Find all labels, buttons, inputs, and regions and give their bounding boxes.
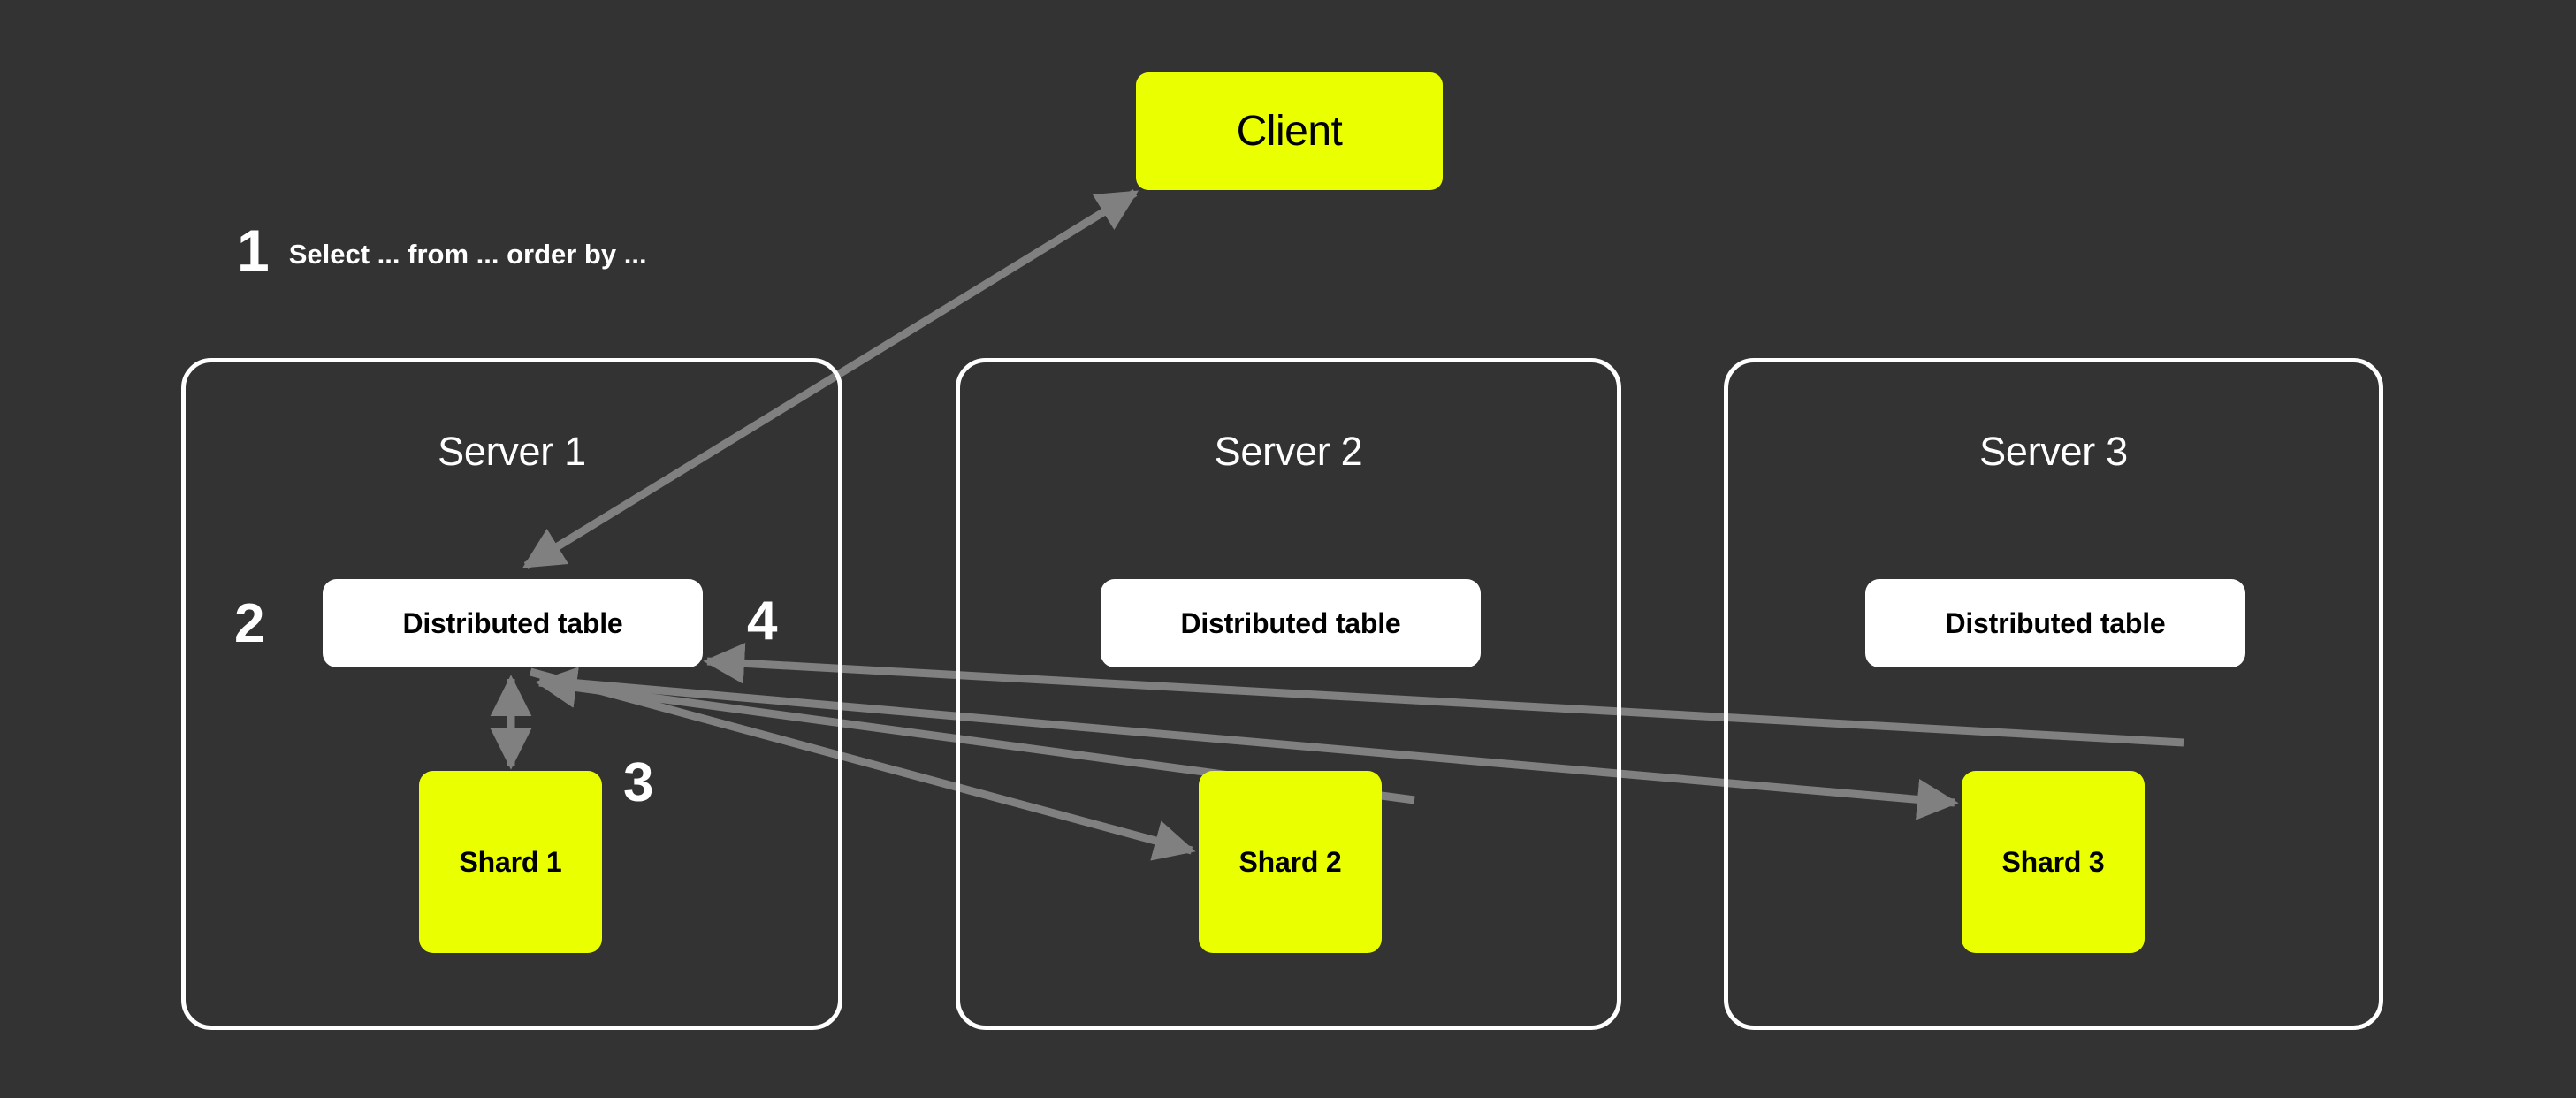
server-1-title: Server 1 — [438, 429, 586, 474]
server-3-distributed-table-label: Distributed table — [1945, 606, 2166, 639]
server-2-shard[interactable]: Shard 2 — [1199, 771, 1382, 953]
server-2-title: Server 2 — [1214, 429, 1363, 474]
server-2-distributed-table[interactable]: Distributed table — [1101, 579, 1481, 667]
step-3-number: 3 — [623, 752, 654, 813]
server-3-shard-label: Shard 3 — [2001, 845, 2105, 878]
step-2-number: 2 — [234, 593, 265, 654]
server-2-shard-label: Shard 2 — [1238, 845, 1342, 878]
step-4-number: 4 — [747, 591, 778, 652]
server-1-distributed-table-label: Distributed table — [402, 606, 623, 639]
server-2-distributed-table-label: Distributed table — [1180, 606, 1401, 639]
server-3-title: Server 3 — [1979, 429, 2128, 474]
server-1-shard-label: Shard 1 — [459, 845, 562, 878]
server-3-distributed-table[interactable]: Distributed table — [1865, 579, 2245, 667]
client-label: Client — [1236, 108, 1343, 155]
client-node[interactable]: Client — [1136, 72, 1443, 190]
step-1-query-text: Select ... from ... order by ... — [288, 239, 647, 270]
server-1-distributed-table[interactable]: Distributed table — [323, 579, 703, 667]
server-1-shard[interactable]: Shard 1 — [419, 771, 602, 953]
step-1-number: 1 — [237, 217, 270, 283]
step-1-annotation: 1 Select ... from ... order by ... — [237, 221, 647, 279]
server-3-shard[interactable]: Shard 3 — [1962, 771, 2145, 953]
